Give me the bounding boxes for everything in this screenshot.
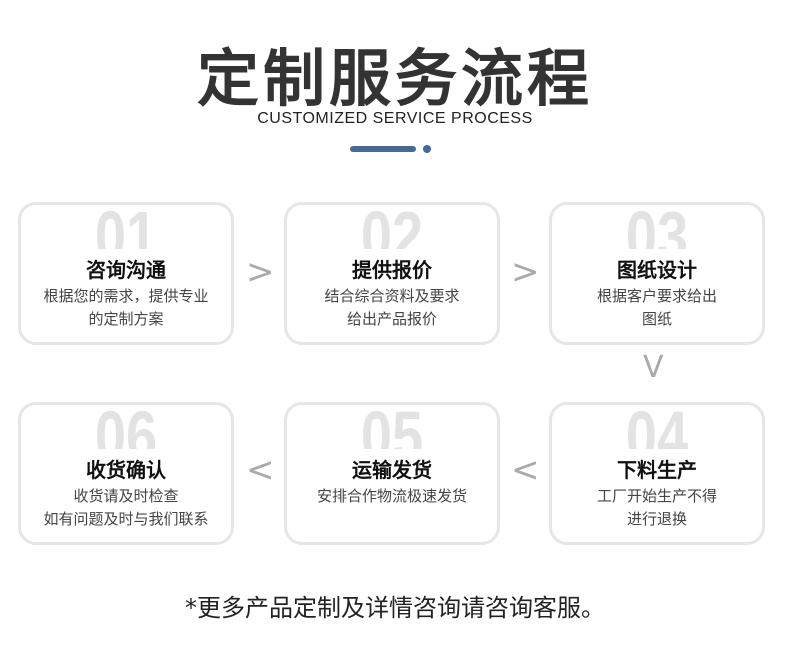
step-desc-line: 结合综合资料及要求	[324, 287, 460, 305]
step-card-03: 03 图纸设计根据客户要求给出图纸	[549, 202, 765, 345]
accent-bar	[350, 146, 416, 152]
step-desc-line: 的定制方案	[88, 310, 164, 328]
step-desc-line: 如有问题及时与我们联系	[43, 510, 209, 528]
step-number: 04	[625, 402, 689, 449]
step-title: 收货确认	[86, 458, 166, 482]
step-desc-line: 根据客户要求给出	[596, 287, 717, 305]
step-card-01: 01 咨询沟通根据您的需求，提供专业的定制方案	[18, 202, 234, 345]
arrow-down-icon: V	[643, 350, 664, 385]
step-title: 提供报价	[352, 258, 432, 282]
step-number: 02	[360, 202, 424, 249]
step-title: 咨询沟通	[86, 258, 166, 282]
arrow-left-icon: <	[246, 450, 275, 490]
step-card-02: 02 提供报价结合综合资料及要求给出产品报价	[284, 202, 500, 345]
step-desc-line: 安排合作物流极速发货	[316, 487, 467, 505]
arrow-right-icon: >	[511, 252, 540, 292]
step-desc-line: 给出产品报价	[346, 310, 437, 328]
step-title: 下料生产	[617, 458, 697, 482]
step-number: 05	[360, 402, 424, 449]
page-subtitle: CUSTOMIZED SERVICE PROCESS	[257, 110, 533, 127]
page-title: 定制服务流程	[196, 42, 593, 115]
footer-note: *更多产品定制及详情咨询请咨询客服。	[185, 594, 605, 622]
step-title: 运输发货	[352, 458, 432, 482]
arrow-left-icon: <	[511, 450, 540, 490]
step-card-05: 05 运输发货安排合作物流极速发货	[284, 402, 500, 545]
arrow-right-icon: >	[246, 252, 275, 292]
step-desc-line: 根据您的需求，提供专业	[43, 287, 209, 305]
step-number: 06	[94, 402, 158, 449]
step-desc-line: 工厂开始生产不得	[596, 487, 717, 505]
step-desc-line: 收货请及时检查	[73, 487, 179, 505]
step-number: 03	[625, 202, 689, 249]
accent-dot	[423, 145, 431, 153]
step-card-06: 06 收货确认收货请及时检查如有问题及时与我们联系	[18, 402, 234, 545]
step-card-04: 04 下料生产工厂开始生产不得进行退换	[549, 402, 765, 545]
step-desc-line: 图纸	[641, 310, 672, 328]
step-desc-line: 进行退换	[626, 510, 687, 528]
step-number: 01	[94, 202, 158, 249]
step-title: 图纸设计	[617, 258, 697, 282]
